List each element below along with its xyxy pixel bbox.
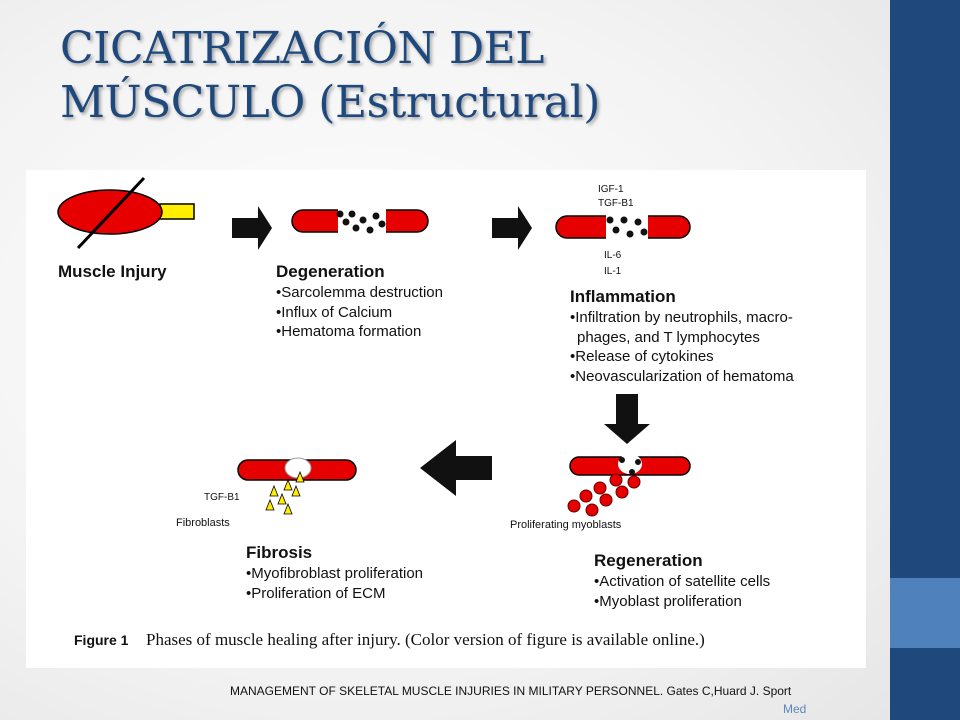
myoblast-cell bbox=[627, 475, 641, 489]
myoblast-cell bbox=[599, 493, 613, 507]
fibrosis-bullet: •Myofibroblast proliferation bbox=[246, 565, 423, 582]
myoblast-cell bbox=[579, 489, 593, 503]
inflammation-bullet: •Infiltration by neutrophils, macro- bbox=[570, 309, 793, 326]
inflammation-bullet: •Neovascularization of hematoma bbox=[570, 368, 794, 385]
myoblast-cell bbox=[567, 499, 581, 513]
right-arrow-icon bbox=[232, 206, 272, 250]
myoblast-cell bbox=[609, 473, 623, 487]
fiber-gap-shape bbox=[284, 457, 312, 479]
left-arrow-icon bbox=[420, 440, 492, 496]
injury-slash-line bbox=[76, 176, 146, 250]
regeneration-illustration bbox=[567, 454, 691, 517]
myoblast-cell bbox=[585, 503, 599, 517]
figure-caption-label: Figure 1 bbox=[74, 632, 129, 648]
title-line-2: MÚSCULO (Estructural) bbox=[60, 77, 600, 128]
degeneration-bullet: •Sarcolemma destruction bbox=[276, 284, 443, 301]
regeneration-heading: Regeneration bbox=[594, 551, 703, 570]
fibrosis-heading: Fibrosis bbox=[246, 543, 312, 562]
figure-caption-text: Phases of muscle healing after injury. (… bbox=[146, 630, 705, 649]
factor-label: IGF-1 bbox=[598, 184, 624, 195]
factor-label: IL-1 bbox=[604, 266, 622, 277]
regeneration-bullet: •Activation of satellite cells bbox=[594, 573, 770, 590]
healing-phases-diagram: Muscle Injury Degeneration •Sarcolemma d… bbox=[57, 176, 794, 649]
inflammation-bullet: •Release of cytokines bbox=[570, 348, 714, 365]
degeneration-illustration bbox=[291, 206, 429, 236]
source-citation: MANAGEMENT OF SKELETAL MUSCLE INJURIES I… bbox=[230, 684, 792, 698]
inflammation-bullet: phages, and T lymphocytes bbox=[577, 329, 760, 346]
myoblast-cell bbox=[615, 485, 629, 499]
fibrosis-illustration bbox=[237, 457, 357, 515]
degeneration-bullet: •Influx of Calcium bbox=[276, 304, 392, 321]
factor-label: IL-6 bbox=[604, 250, 622, 261]
muscle-injury-illustration bbox=[57, 176, 195, 250]
injury-heading: Muscle Injury bbox=[58, 262, 167, 281]
down-arrow-icon bbox=[604, 394, 650, 444]
regeneration-bullet: •Myoblast proliferation bbox=[594, 593, 742, 610]
slide-title: CICATRIZACIÓN DEL MÚSCULO (Estructural) bbox=[60, 22, 860, 130]
title-line-1: CICATRIZACIÓN DEL bbox=[60, 23, 545, 74]
tendon-shape bbox=[159, 203, 195, 220]
degeneration-bullet: •Hematoma formation bbox=[276, 323, 421, 340]
tgf-label: TGF-B1 bbox=[204, 492, 240, 503]
inflammation-illustration bbox=[555, 212, 691, 242]
sidebar-accent-block bbox=[890, 578, 960, 648]
myoblast-cell bbox=[593, 481, 607, 495]
myoblast-label: Proliferating myoblasts bbox=[510, 519, 622, 531]
right-arrow-icon bbox=[492, 206, 532, 250]
fiber-gap-shape bbox=[606, 212, 648, 242]
fibroblasts-label: Fibroblasts bbox=[176, 517, 230, 529]
figure-panel: Muscle Injury Degeneration •Sarcolemma d… bbox=[26, 170, 866, 668]
inflammation-heading: Inflammation bbox=[570, 287, 676, 306]
factor-label: TGF-B1 bbox=[598, 198, 634, 209]
fibrosis-bullet: •Proliferation of ECM bbox=[246, 585, 385, 602]
degeneration-heading: Degeneration bbox=[276, 262, 385, 281]
source-citation-continuation: Med bbox=[783, 702, 807, 716]
